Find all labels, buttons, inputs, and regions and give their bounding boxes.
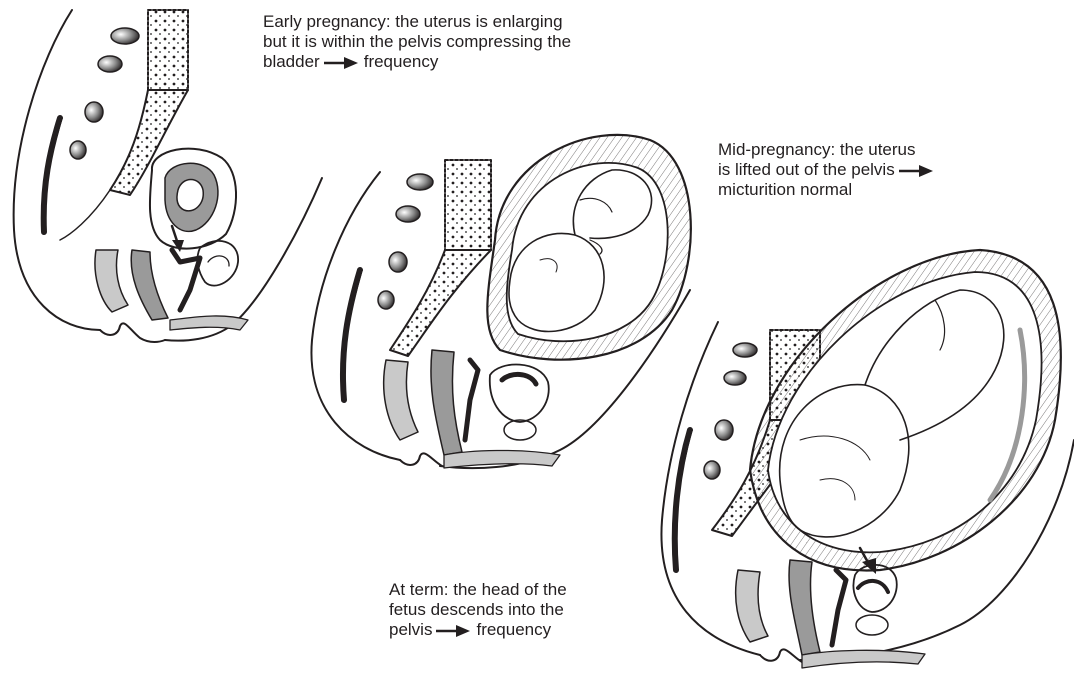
caption-line: bladder frequency: [263, 52, 571, 72]
term-uterus: [750, 250, 1061, 570]
mid-perineum: [400, 453, 442, 466]
arrow-right-icon: [324, 57, 358, 69]
caption-line: pelvis frequency: [389, 620, 567, 640]
early-bladder: [198, 241, 239, 286]
mid-uterus: [487, 135, 690, 360]
caption-line: fetus descends into the: [389, 600, 567, 620]
caption-text: frequency: [364, 52, 439, 71]
arrow-right-icon: [899, 165, 933, 177]
term-caption: At term: the head of the fetus descends …: [389, 580, 567, 640]
caption-line: but it is within the pelvis compressing …: [263, 32, 571, 52]
term-perineum: [760, 649, 802, 662]
caption-text: pelvis: [389, 620, 432, 639]
caption-text: is lifted out of the pelvis: [718, 160, 895, 179]
caption-text: frequency: [476, 620, 551, 639]
early-pregnancy-caption: Early pregnancy: the uterus is enlarging…: [263, 12, 571, 72]
early-vertebrae: [70, 28, 139, 159]
early-back-outline: [14, 10, 100, 330]
mid-rectum-shade: [431, 350, 462, 455]
caption-line: Early pregnancy: the uterus is enlarging: [263, 12, 571, 32]
arrow-right-icon: [436, 625, 470, 637]
term-vertebrae: [704, 343, 757, 479]
early-vagina: [172, 250, 200, 310]
mid-pregnancy-figure: [311, 135, 690, 468]
early-perineum: [100, 323, 165, 342]
mid-vagina: [465, 360, 478, 440]
early-rectum-shade: [131, 250, 168, 320]
caption-line: is lifted out of the pelvis: [718, 160, 939, 180]
term-pregnancy-figure: [661, 250, 1074, 668]
caption-line: micturition normal: [718, 180, 939, 200]
mid-vertebrae: [378, 174, 433, 309]
mid-pregnancy-caption: Mid-pregnancy: the uterus is lifted out …: [718, 140, 939, 200]
caption-text: bladder: [263, 52, 320, 71]
mid-back-outline: [311, 172, 400, 460]
early-uterus: [150, 149, 236, 249]
caption-line: At term: the head of the: [389, 580, 567, 600]
term-rectum-shade: [789, 560, 820, 655]
caption-line: Mid-pregnancy: the uterus: [718, 140, 939, 160]
term-vagina: [832, 570, 846, 645]
